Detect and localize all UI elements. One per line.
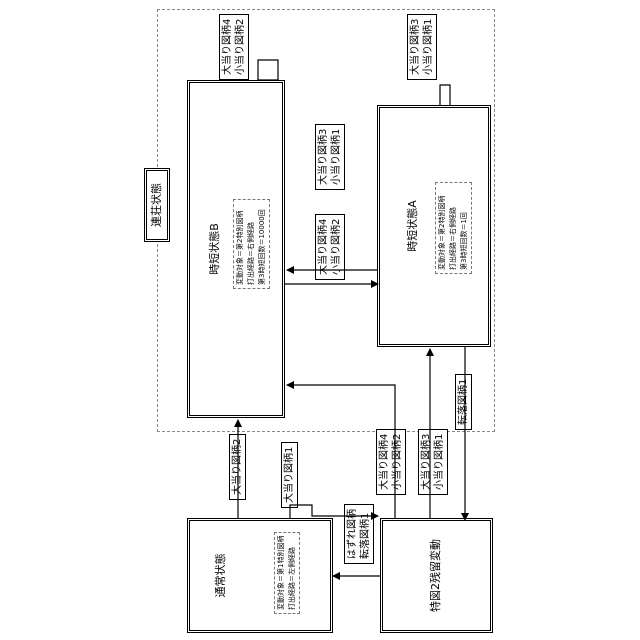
arrow-remain-to-b bbox=[287, 385, 395, 518]
arrow-b-self bbox=[258, 60, 278, 80]
arrow-normal-to-remain bbox=[290, 505, 378, 518]
arrow-a-self bbox=[440, 85, 450, 105]
